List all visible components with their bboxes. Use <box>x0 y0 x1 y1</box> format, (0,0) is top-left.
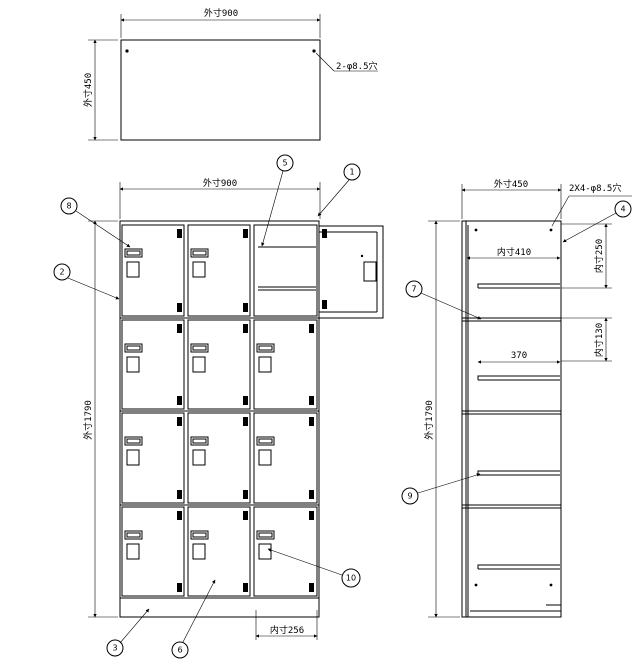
door-r3-c2 <box>187 412 251 504</box>
top-hole-leader <box>315 52 335 72</box>
balloon-8-label: 8 <box>66 202 71 211</box>
top-depth-label: 外寸450 <box>82 73 94 107</box>
door-r2-c2 <box>187 319 251 410</box>
balloon-10-label: 10 <box>346 574 356 583</box>
balloon-6-label: 6 <box>177 646 182 655</box>
open-compartment <box>253 224 318 317</box>
top-hole-right <box>312 49 316 53</box>
balloon-1 <box>343 163 361 181</box>
balloon-7 <box>405 280 423 298</box>
door-r2-c1 <box>121 319 185 410</box>
balloon-2 <box>53 263 71 281</box>
shelf-length-label: 370 <box>511 351 527 361</box>
balloon-5-label: 5 <box>282 159 287 168</box>
door-r4-c1 <box>121 506 185 597</box>
part-balloons: 1 2 3 4 5 6 7 8 9 10 <box>53 154 632 659</box>
inner-depth-label: 内寸410 <box>497 246 531 258</box>
side-view: 外寸450 2X4-φ8.5穴 内寸410 内寸250 内寸130 370 外寸… <box>423 178 632 618</box>
front-height-label: 外寸1790 <box>82 400 94 440</box>
front-width-label: 外寸900 <box>203 177 237 189</box>
balloon-6 <box>171 641 189 659</box>
balloon-9-label: 9 <box>407 492 412 501</box>
door-r1-c1 <box>121 224 185 317</box>
front-base <box>119 597 320 618</box>
balloon-4-label: 4 <box>620 205 625 214</box>
balloon-5 <box>276 154 294 172</box>
side-height-label: 外寸1790 <box>423 400 435 440</box>
balloon-8 <box>60 197 78 215</box>
hanger-shelves <box>477 283 560 570</box>
door-handles <box>124 229 314 592</box>
door-r2-c3 <box>253 319 318 410</box>
top-width-label: 外寸900 <box>204 7 238 19</box>
door-r4-c2 <box>187 506 251 597</box>
front-view: 外寸900 外寸1790 内寸256 <box>82 177 384 640</box>
side-hole-label: 2X4-φ8.5穴 <box>569 182 621 194</box>
shelf-height-label: 内寸130 <box>593 323 605 357</box>
door-r3-c1 <box>121 412 185 504</box>
balloon-7-label: 7 <box>411 285 416 294</box>
balloon-4 <box>614 200 632 218</box>
balloon-10 <box>341 568 361 588</box>
inner-height-label: 内寸250 <box>593 239 605 273</box>
balloon-9 <box>401 487 419 505</box>
top-hole-label: 2-φ8.5穴 <box>336 60 378 72</box>
balloon-3 <box>106 639 124 657</box>
top-view-outline <box>120 39 321 141</box>
locker-doors <box>121 224 318 597</box>
door-r4-c3 <box>253 506 318 597</box>
balloon-1-label: 1 <box>349 168 354 177</box>
front-view-outline <box>119 220 320 618</box>
compartment-width-label: 内寸256 <box>270 624 304 636</box>
top-hole-left <box>125 49 129 53</box>
balloon-2-label: 2 <box>59 268 64 277</box>
opened-door <box>319 225 384 319</box>
side-view-outline <box>461 220 562 618</box>
balloon-3-label: 3 <box>112 644 117 653</box>
door-r1-c2 <box>187 224 251 317</box>
side-depth-label: 外寸450 <box>494 178 528 190</box>
top-view: 外寸900 外寸450 2-φ8.5穴 <box>82 7 378 141</box>
door-r3-c3 <box>253 412 318 504</box>
